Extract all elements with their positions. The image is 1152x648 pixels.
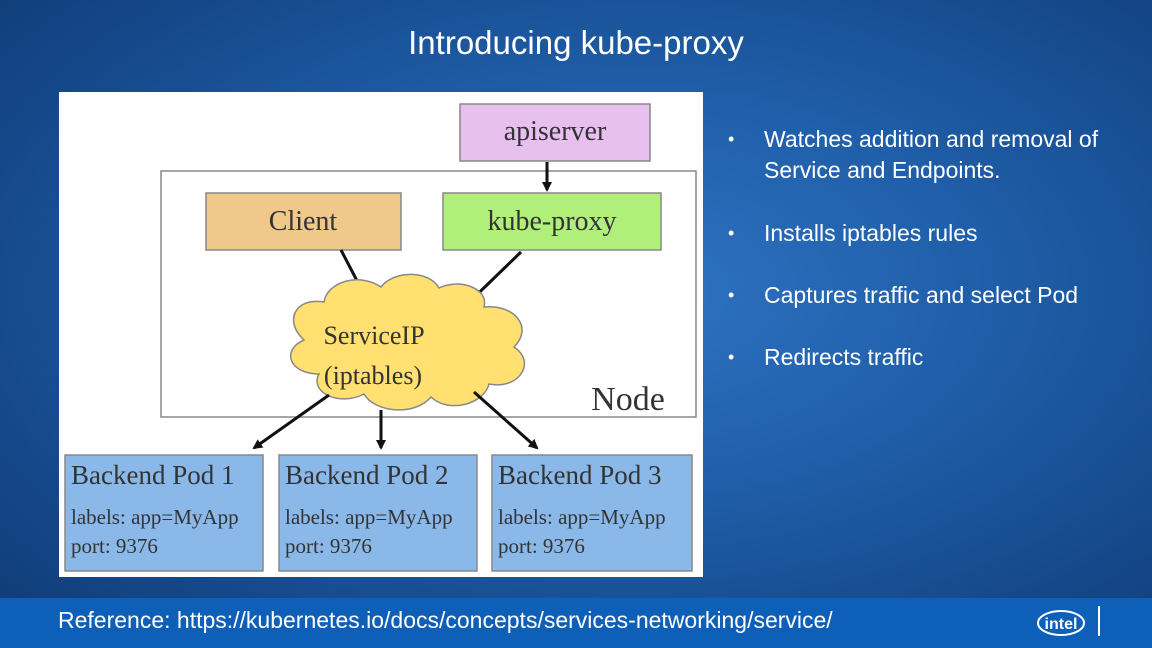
bullet-text: Watches addition and removal of Service … (764, 126, 1099, 183)
pod-name: Backend Pod 2 (285, 460, 448, 490)
kube-proxy-diagram: apiserver Client kube-proxy ServiceIP (i… (59, 92, 703, 577)
service-label-line1: ServiceIP (323, 321, 424, 350)
svg-text:intel: intel (1045, 616, 1078, 633)
reference-link[interactable]: Reference: https://kubernetes.io/docs/co… (58, 607, 833, 633)
kubeproxy-box (442, 192, 662, 251)
pod-labels: labels: app=MyApp (71, 505, 239, 529)
bullet-dot-icon: • (728, 347, 735, 367)
bullet-dot-icon: • (728, 285, 735, 305)
pod-name: Backend Pod 1 (71, 460, 234, 490)
pod-labels: labels: app=MyApp (498, 505, 666, 529)
bullet-text: Installs iptables rules (764, 220, 978, 246)
service-cloud (290, 273, 526, 411)
bullet-item: • Watches addition and removal of Servic… (728, 124, 1138, 186)
apiserver-label: apiserver (504, 116, 607, 147)
bullet-text: Captures traffic and select Pod (764, 282, 1079, 308)
backend-pod-3: Backend Pod 3 labels: app=MyApp port: 93… (491, 454, 693, 572)
bullet-item: • Installs iptables rules (728, 218, 978, 249)
pod-name: Backend Pod 3 (498, 460, 661, 490)
bullet-dot-icon: • (728, 223, 735, 243)
bullet-item: • Captures traffic and select Pod (728, 280, 1078, 311)
client-box (205, 192, 402, 251)
service-label-line2: (iptables) (324, 361, 422, 390)
pod-labels: labels: app=MyApp (285, 505, 453, 529)
pod-port: port: 9376 (71, 534, 158, 558)
client-label: Client (269, 206, 338, 237)
kubeproxy-label: kube-proxy (487, 206, 616, 237)
pod-port: port: 9376 (285, 534, 372, 558)
bullet-item: • Redirects traffic (728, 342, 923, 373)
backend-pod-1: Backend Pod 1 labels: app=MyApp port: 93… (64, 454, 264, 572)
service-to-pod1-arrow (252, 393, 330, 450)
service-to-pod3-arrow (473, 390, 539, 450)
logo-divider (1098, 606, 1100, 636)
backend-pod-2: Backend Pod 2 labels: app=MyApp port: 93… (278, 454, 478, 572)
footer-bar (0, 598, 1152, 648)
intel-logo-icon: intel (1037, 610, 1085, 636)
bullet-dot-icon: • (728, 129, 735, 149)
slide-title: Introducing kube-proxy (408, 24, 744, 61)
pod-port: port: 9376 (498, 534, 585, 558)
node-label: Node (591, 381, 665, 418)
apiserver-box (459, 103, 651, 162)
bullet-text: Redirects traffic (764, 344, 924, 370)
